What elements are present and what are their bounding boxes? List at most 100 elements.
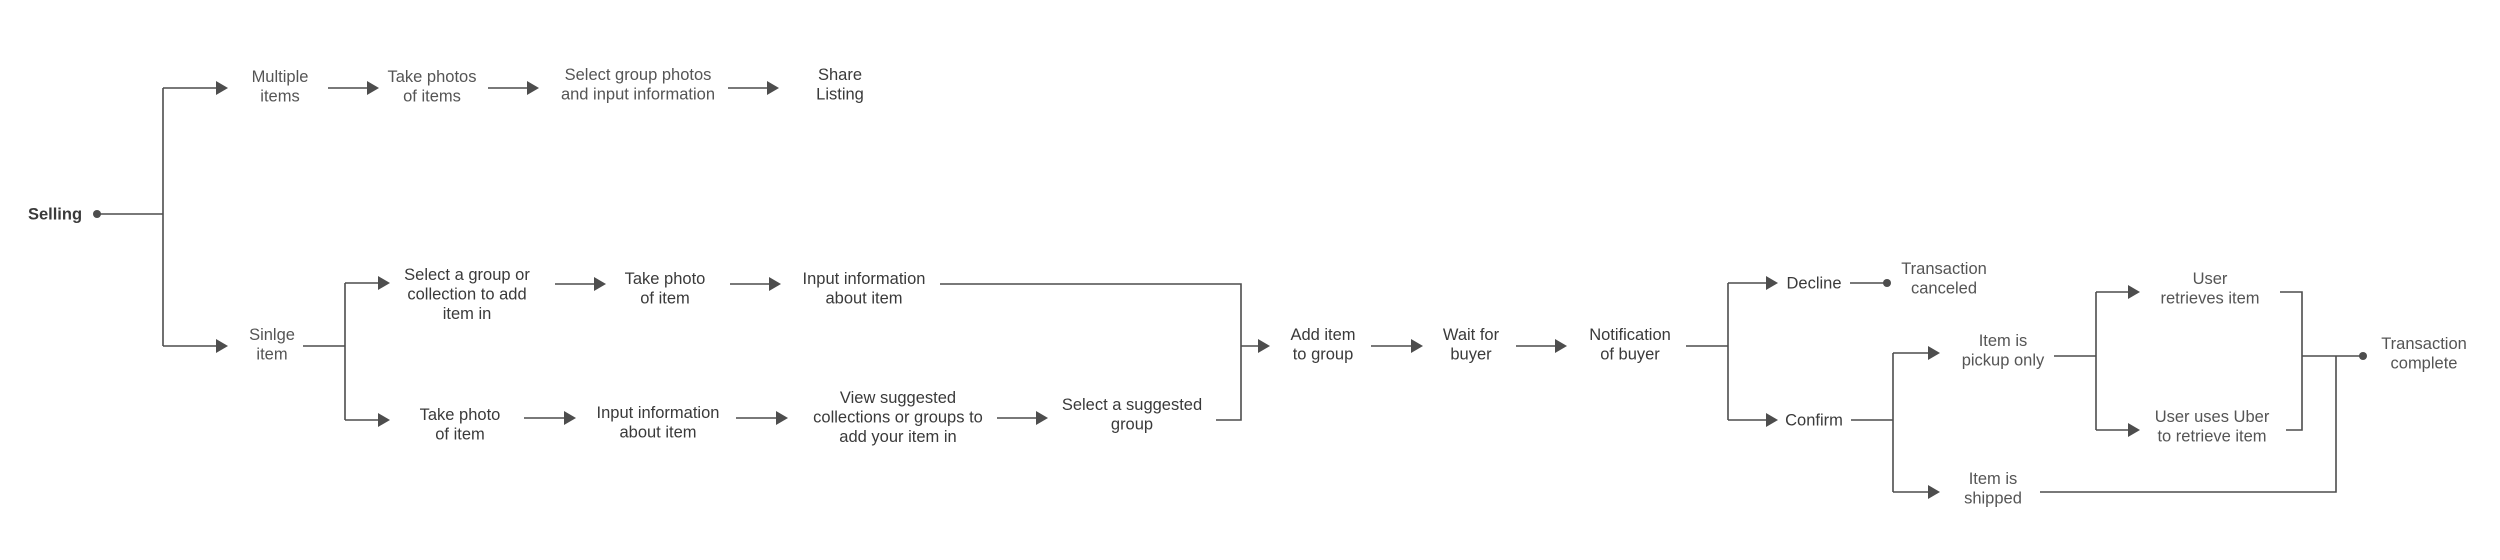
arrowhead bbox=[378, 413, 390, 427]
arrowhead bbox=[2128, 423, 2140, 437]
label-line: Sinlge bbox=[249, 326, 295, 344]
label-line: add your item in bbox=[839, 428, 956, 446]
label-line: Select a suggested bbox=[1062, 396, 1202, 414]
label-line: of item bbox=[640, 289, 690, 307]
label-line: Share bbox=[818, 66, 862, 84]
arrowhead bbox=[1555, 339, 1567, 353]
label-line: Notification bbox=[1589, 326, 1671, 344]
arrowhead bbox=[378, 276, 390, 290]
arrowhead bbox=[767, 81, 779, 95]
decline-end-dot bbox=[1883, 279, 1891, 287]
connector-retrieves-to-join bbox=[2280, 291, 2303, 431]
node-decline: Decline bbox=[1786, 275, 1841, 293]
label-line: View suggested bbox=[840, 389, 956, 407]
label-line: Input information bbox=[597, 404, 720, 422]
arrowhead bbox=[776, 411, 788, 425]
connector-input-top-to-merge bbox=[940, 283, 1242, 421]
arrowhead bbox=[564, 411, 576, 425]
label-line: Add item bbox=[1290, 326, 1355, 344]
label-line: of item bbox=[435, 425, 485, 443]
label-line: User uses Uber bbox=[2155, 408, 2270, 426]
connectors bbox=[97, 87, 2360, 493]
arrowhead bbox=[1036, 411, 1048, 425]
label-line: User bbox=[2193, 270, 2228, 288]
label-line: Confirm bbox=[1785, 412, 1843, 430]
label-line: collection to add bbox=[407, 286, 526, 304]
label-line: of buyer bbox=[1600, 345, 1660, 363]
node-selling: Selling bbox=[28, 206, 82, 224]
node-confirm: Confirm bbox=[1785, 412, 1843, 430]
start-dot bbox=[93, 210, 101, 218]
connector-shipped-to-complete bbox=[2040, 356, 2337, 493]
label-line: to group bbox=[1293, 345, 1354, 363]
label-line: Take photos bbox=[388, 68, 477, 86]
arrowhead bbox=[216, 81, 228, 95]
label-line: Listing bbox=[816, 85, 864, 103]
arrowhead bbox=[1928, 485, 1940, 499]
label-line: Take photo bbox=[420, 406, 501, 424]
label-line: about item bbox=[619, 423, 696, 441]
arrowhead bbox=[769, 277, 781, 291]
label-line: collections or groups to bbox=[813, 409, 983, 427]
label-line: retrieves item bbox=[2160, 289, 2259, 307]
arrowhead bbox=[216, 339, 228, 353]
label-line: of items bbox=[403, 87, 461, 105]
label-line: Select group photos bbox=[565, 66, 712, 84]
label-line: items bbox=[260, 87, 299, 105]
complete-dot bbox=[2359, 352, 2367, 360]
arrowhead bbox=[594, 277, 606, 291]
label-line: Input information bbox=[803, 270, 926, 288]
arrowhead bbox=[1928, 346, 1940, 360]
label-line: canceled bbox=[1911, 279, 1977, 297]
label-line: Transaction bbox=[1901, 260, 1987, 278]
label-line: Item is bbox=[1969, 470, 2018, 488]
label-line: and input information bbox=[561, 85, 715, 103]
label-line: item in bbox=[443, 305, 492, 323]
label-line: complete bbox=[2391, 354, 2458, 372]
label-line: Wait for bbox=[1443, 326, 1500, 344]
label-line: to retrieve item bbox=[2157, 427, 2266, 445]
endpoint-dots bbox=[93, 210, 2367, 360]
arrowhead bbox=[527, 81, 539, 95]
label-line: Selling bbox=[28, 206, 82, 224]
arrowhead bbox=[1766, 413, 1778, 427]
label-line: Item is bbox=[1979, 332, 2028, 350]
arrowhead bbox=[1766, 276, 1778, 290]
label-line: Multiple bbox=[252, 68, 309, 86]
label-line: pickup only bbox=[1962, 351, 2045, 369]
label-line: Select a group or bbox=[404, 266, 530, 284]
arrowhead bbox=[1411, 339, 1423, 353]
label-line: group bbox=[1111, 415, 1153, 433]
label-line: shipped bbox=[1964, 489, 2022, 507]
label-line: Take photo bbox=[625, 270, 706, 288]
label-line: buyer bbox=[1450, 345, 1492, 363]
arrowhead bbox=[367, 81, 379, 95]
label-line: item bbox=[256, 345, 287, 363]
arrowheads bbox=[216, 81, 2140, 499]
arrowhead bbox=[2128, 285, 2140, 299]
arrowhead bbox=[1258, 339, 1270, 353]
label-line: Transaction bbox=[2381, 335, 2467, 353]
